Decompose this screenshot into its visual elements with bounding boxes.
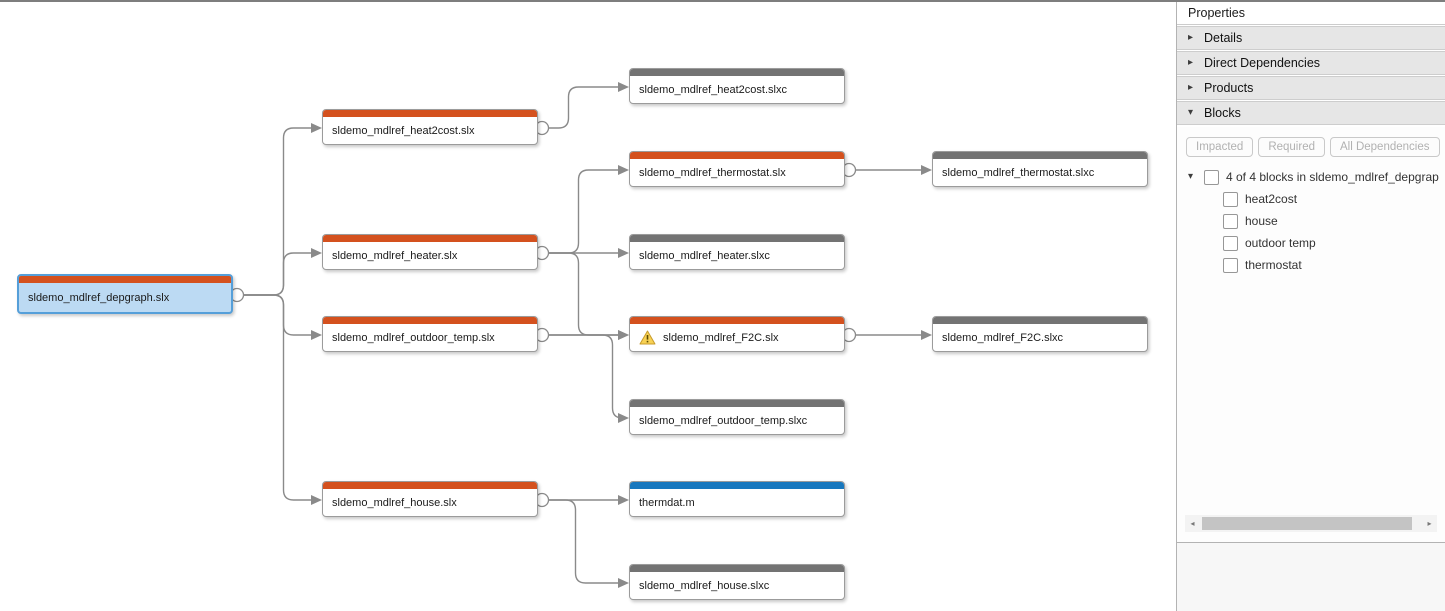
graph-node-heat2cost_c[interactable]: sldemo_mdlref_heat2cost.slxc [629, 68, 845, 104]
tree-root-checkbox[interactable] [1204, 169, 1219, 185]
node-type-bar [323, 235, 537, 242]
node-label: thermdat.m [639, 496, 695, 509]
impacted-button[interactable]: Impacted [1186, 137, 1254, 157]
caret-down-icon: ▾ [1188, 107, 1194, 118]
node-type-bar [933, 152, 1147, 159]
node-type-bar [933, 317, 1147, 324]
caret-right-icon: ▸ [1188, 32, 1194, 43]
node-label: sldemo_mdlref_F2C.slxc [942, 331, 1064, 344]
warning-icon [639, 330, 656, 345]
graph-node-house_c[interactable]: sldemo_mdlref_house.slxc [629, 564, 845, 600]
tree-item-label: heat2cost [1245, 192, 1298, 206]
panel-empty-area [1177, 542, 1445, 611]
section-label: Blocks [1204, 106, 1241, 120]
section-blocks[interactable]: ▾ Blocks [1177, 101, 1445, 125]
blocks-section-content: Impacted Required All Dependencies ▾ 4 o… [1177, 127, 1445, 542]
tree-item-house[interactable]: house [1177, 210, 1445, 232]
tree-item-label: outdoor temp [1245, 236, 1316, 250]
node-label: sldemo_mdlref_heat2cost.slxc [639, 83, 787, 96]
caret-down-icon: ▾ [1188, 171, 1194, 182]
section-products[interactable]: ▸ Products [1177, 76, 1445, 100]
node-label: sldemo_mdlref_F2C.slx [663, 331, 779, 344]
caret-right-icon: ▸ [1188, 82, 1194, 93]
horizontal-scrollbar[interactable]: ◂ ▸ [1185, 515, 1437, 532]
section-details[interactable]: ▸ Details [1177, 26, 1445, 50]
properties-panel-title: Properties [1177, 2, 1445, 25]
node-type-bar [630, 565, 844, 572]
scroll-right-icon[interactable]: ▸ [1427, 519, 1432, 528]
node-type-bar [323, 110, 537, 117]
tree-item-label: house [1245, 214, 1278, 228]
graph-node-depgraph[interactable]: sldemo_mdlref_depgraph.slx [17, 274, 233, 314]
tree-root-row[interactable]: ▾ 4 of 4 blocks in sldemo_mdlref_depgrap [1177, 166, 1445, 188]
all-dependencies-button[interactable]: All Dependencies [1329, 137, 1440, 157]
tree-item-checkbox[interactable] [1223, 257, 1238, 273]
scroll-left-icon[interactable]: ◂ [1190, 519, 1195, 528]
node-type-bar [630, 235, 844, 242]
node-label: sldemo_mdlref_heater.slx [332, 249, 458, 262]
tree-item-checkbox[interactable] [1223, 191, 1238, 207]
node-type-bar [630, 482, 844, 489]
tree-item-checkbox[interactable] [1223, 213, 1238, 229]
graph-node-outdoor_c[interactable]: sldemo_mdlref_outdoor_temp.slxc [629, 399, 845, 435]
tree-item-outdoor-temp[interactable]: outdoor temp [1177, 232, 1445, 254]
properties-panel: Properties ▸ Details ▸ Direct Dependenci… [1176, 2, 1445, 611]
graph-node-thermostat_c[interactable]: sldemo_mdlref_thermostat.slxc [932, 151, 1148, 187]
graph-node-heat2cost[interactable]: sldemo_mdlref_heat2cost.slx [322, 109, 538, 145]
graph-node-f2c_c[interactable]: sldemo_mdlref_F2C.slxc [932, 316, 1148, 352]
node-label: sldemo_mdlref_outdoor_temp.slxc [639, 414, 808, 427]
graph-node-heater_c[interactable]: sldemo_mdlref_heater.slxc [629, 234, 845, 270]
graph-node-heater[interactable]: sldemo_mdlref_heater.slx [322, 234, 538, 270]
node-type-bar [630, 69, 844, 76]
required-button[interactable]: Required [1258, 137, 1325, 157]
tree-item-thermostat[interactable]: thermostat [1177, 254, 1445, 276]
node-label: sldemo_mdlref_outdoor_temp.slx [332, 331, 495, 344]
node-label: sldemo_mdlref_thermostat.slxc [942, 166, 1095, 179]
tree-children: heat2cost house outdoor temp thermostat [1177, 188, 1445, 276]
node-label: sldemo_mdlref_thermostat.slx [639, 166, 786, 179]
node-type-bar [323, 317, 537, 324]
section-label: Direct Dependencies [1204, 56, 1321, 70]
tree-item-label: thermostat [1245, 258, 1302, 272]
graph-node-f2c[interactable]: sldemo_mdlref_F2C.slx [629, 316, 845, 352]
node-label: sldemo_mdlref_heat2cost.slx [332, 124, 475, 137]
node-type-bar [630, 400, 844, 407]
node-type-bar [630, 152, 844, 159]
section-label: Details [1204, 31, 1243, 45]
graph-node-thermdat[interactable]: thermdat.m [629, 481, 845, 517]
node-label: sldemo_mdlref_house.slx [332, 496, 457, 509]
section-label: Products [1204, 81, 1254, 95]
scrollbar-thumb[interactable] [1202, 517, 1412, 530]
blocks-filter-buttons: Impacted Required All Dependencies [1186, 137, 1445, 157]
node-label: sldemo_mdlref_house.slxc [639, 579, 770, 592]
tree-root-label: 4 of 4 blocks in sldemo_mdlref_depgrap [1226, 170, 1439, 184]
tree-item-checkbox[interactable] [1223, 235, 1238, 251]
node-label: sldemo_mdlref_depgraph.slx [28, 291, 170, 304]
node-type-bar [19, 276, 231, 283]
blocks-tree: ▾ 4 of 4 blocks in sldemo_mdlref_depgrap… [1177, 166, 1445, 276]
dependency-graph-canvas[interactable]: sldemo_mdlref_depgraph.slx sldemo_mdlref_… [0, 2, 1176, 611]
tree-item-heat2cost[interactable]: heat2cost [1177, 188, 1445, 210]
node-label: sldemo_mdlref_heater.slxc [639, 249, 770, 262]
node-type-bar [630, 317, 844, 324]
graph-node-thermostat[interactable]: sldemo_mdlref_thermostat.slx [629, 151, 845, 187]
node-type-bar [323, 482, 537, 489]
section-direct-dependencies[interactable]: ▸ Direct Dependencies [1177, 51, 1445, 75]
graph-node-house[interactable]: sldemo_mdlref_house.slx [322, 481, 538, 517]
graph-node-outdoor[interactable]: sldemo_mdlref_outdoor_temp.slx [322, 316, 538, 352]
caret-right-icon: ▸ [1188, 57, 1194, 68]
